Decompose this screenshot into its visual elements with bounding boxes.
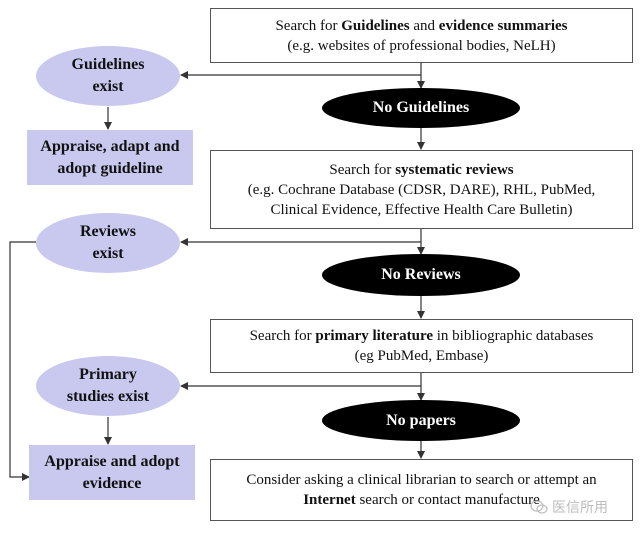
search-reviews-box: Search for systematic reviews (e.g. Coch… [210, 150, 633, 229]
search-prefix-text: Search for [249, 328, 316, 344]
primary-exist-line1: Primary [79, 366, 137, 383]
no-papers-label: No papers [386, 411, 456, 429]
no-papers-ellipse: No papers [322, 400, 520, 441]
consider-librarian-box: Consider asking a clinical librarian to … [210, 459, 633, 521]
arrow-reviews-to-appraise-evidence [9, 241, 36, 481]
search-prefix-text: Search for [275, 17, 342, 34]
internet-bold-text: Internet [303, 492, 356, 508]
primary-exist-line2: studies exist [66, 388, 150, 405]
primary-literature-bold-text: primary literature [315, 328, 434, 344]
bibliographic-text: in bibliographic databases [433, 328, 594, 344]
systematic-reviews-bold-text: systematic reviews [395, 161, 514, 178]
appraise-evidence-line1: Appraise and adopt [44, 452, 180, 470]
guidelines-bold-text: Guidelines [341, 17, 410, 34]
wechat-logo-icon [530, 500, 548, 514]
guidelines-examples-text: (e.g. websites of professional bodies, N… [287, 37, 556, 54]
consider-line2-rest: search or contact manufacture [355, 492, 540, 508]
guidelines-exist-line2: exist [92, 78, 124, 95]
wechat-watermark: 医信所用 [530, 496, 634, 518]
appraise-evidence-box: Appraise and adopt evidence [29, 445, 195, 500]
primary-studies-exist-ellipse: Primary studies exist [36, 356, 180, 416]
no-guidelines-label: No Guidelines [372, 99, 470, 116]
primary-examples-text: (eg PubMed, Embase) [354, 348, 489, 364]
appraise-guideline-line1: Appraise, adapt and [40, 137, 180, 155]
and-text: and [409, 17, 439, 34]
watermark-text: 医信所用 [552, 500, 608, 516]
reviews-examples-line1: (e.g. Cochrane Database (CDSR, DARE), RH… [247, 181, 596, 198]
no-reviews-label: No Reviews [381, 266, 461, 283]
no-guidelines-ellipse: No Guidelines [322, 88, 520, 128]
reviews-exist-line1: Reviews [80, 223, 136, 240]
reviews-exist-line2: exist [92, 245, 124, 262]
search-guidelines-box: Search for Guidelines and evidence summa… [210, 8, 633, 63]
appraise-guideline-line2: adopt guideline [57, 159, 163, 177]
search-prefix-text: Search for [329, 161, 396, 178]
reviews-examples-line2: Clinical Evidence, Effective Health Care… [270, 201, 573, 218]
search-primary-box: Search for primary literature in bibliog… [210, 319, 633, 373]
consider-line1: Consider asking a clinical librarian to … [246, 472, 597, 488]
evidence-summaries-bold-text: evidence summaries [438, 17, 568, 34]
guidelines-exist-line1: Guidelines [71, 56, 145, 73]
appraise-guideline-box: Appraise, adapt and adopt guideline [27, 130, 193, 185]
appraise-evidence-line2: evidence [82, 474, 142, 492]
no-reviews-ellipse: No Reviews [322, 254, 520, 296]
reviews-exist-ellipse: Reviews exist [36, 213, 180, 273]
guidelines-exist-ellipse: Guidelines exist [36, 46, 180, 106]
